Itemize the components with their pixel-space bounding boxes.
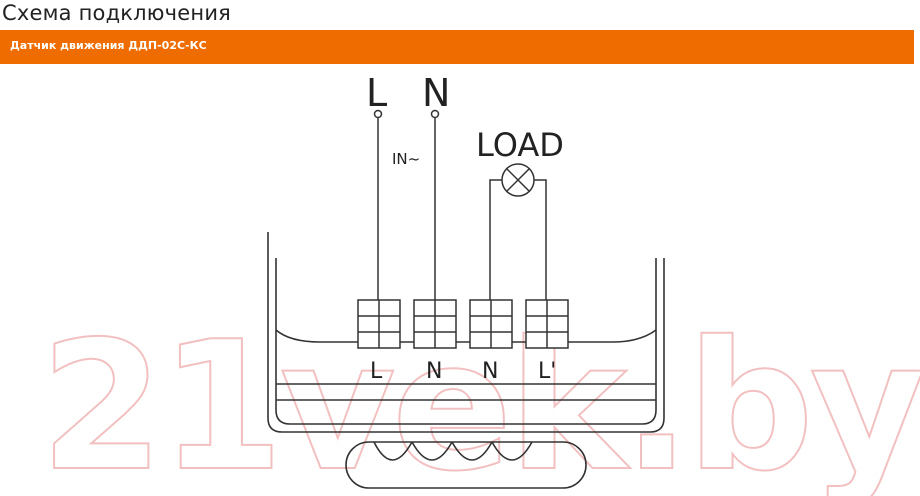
load-label: LOAD xyxy=(476,126,564,164)
cable-clamp xyxy=(345,441,587,489)
wires xyxy=(377,118,547,300)
terminal-l-out xyxy=(525,299,569,349)
section-banner: Датчик движения ДДП-02С-КС xyxy=(0,30,914,64)
lamp-icon xyxy=(501,163,535,197)
input-label-n: N xyxy=(422,71,450,115)
banner-title: Датчик движения ДДП-02С-КС xyxy=(10,39,207,52)
terminal-block xyxy=(357,299,569,349)
page-title: Схема подключения xyxy=(2,1,232,25)
terminal-n1 xyxy=(413,299,457,349)
terminal-label-n1: N xyxy=(426,359,442,384)
terminal-n2 xyxy=(469,299,513,349)
terminal-label-l: L xyxy=(370,359,383,384)
diagram-panel xyxy=(264,72,664,496)
input-label-l: L xyxy=(366,71,387,115)
input-caption: IN~ xyxy=(392,150,420,168)
terminal-l xyxy=(357,299,401,349)
terminal-dot-l xyxy=(373,109,383,119)
terminal-label-l-out: L' xyxy=(538,359,556,384)
device-housing xyxy=(267,232,665,433)
terminal-label-n2: N xyxy=(482,359,498,384)
terminal-dot-n xyxy=(430,109,440,119)
